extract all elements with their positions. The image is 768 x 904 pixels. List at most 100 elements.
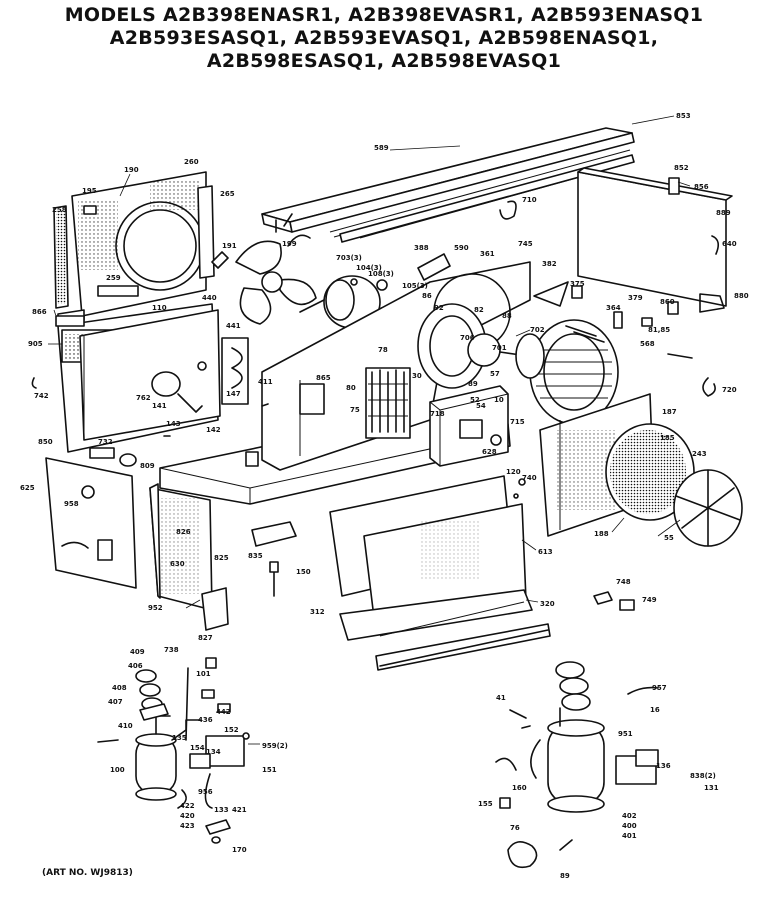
label-154: 154 bbox=[190, 744, 205, 752]
label-952: 952 bbox=[148, 604, 163, 612]
label-134a: 134 bbox=[206, 748, 221, 756]
label-312: 312 bbox=[310, 608, 325, 616]
label-409a: 409 bbox=[130, 648, 145, 656]
label-41: 41 bbox=[496, 694, 506, 702]
label-364: 364 bbox=[606, 304, 621, 312]
condenser-fan-blade bbox=[235, 213, 317, 325]
label-89b: 89 bbox=[560, 872, 570, 880]
label-143: 143 bbox=[166, 420, 181, 428]
label-89: 89 bbox=[468, 380, 478, 388]
label-379: 379 bbox=[628, 294, 643, 302]
label-742: 742 bbox=[34, 392, 49, 400]
label-199: 199 bbox=[282, 240, 297, 248]
right-side-panel bbox=[577, 167, 733, 313]
label-110: 110 bbox=[152, 304, 167, 312]
label-152a: 152 bbox=[224, 726, 239, 734]
part-748 bbox=[593, 591, 613, 605]
label-150: 150 bbox=[296, 568, 311, 576]
label-441: 441 bbox=[226, 322, 241, 330]
label-191: 191 bbox=[222, 242, 237, 250]
label-701: 701 bbox=[492, 344, 507, 352]
label-401: 401 bbox=[622, 832, 637, 840]
part-630 bbox=[201, 587, 229, 631]
label-375: 375 bbox=[570, 280, 585, 288]
label-76: 76 bbox=[510, 824, 520, 832]
label-860: 860 bbox=[660, 298, 675, 306]
label-258: 258 bbox=[52, 206, 67, 214]
label-889: 889 bbox=[716, 209, 731, 217]
label-740: 740 bbox=[522, 474, 537, 482]
label-402: 402 bbox=[622, 812, 637, 820]
blower-assembly bbox=[417, 303, 619, 425]
label-108: 108(3) bbox=[368, 270, 394, 278]
label-628: 628 bbox=[482, 448, 497, 456]
label-86: 86 bbox=[422, 292, 432, 300]
top-cover bbox=[261, 127, 635, 243]
label-905: 905 bbox=[28, 340, 43, 348]
label-361: 361 bbox=[480, 250, 495, 258]
label-54: 54 bbox=[476, 402, 486, 410]
label-827: 827 bbox=[198, 634, 213, 642]
label-260: 260 bbox=[184, 158, 199, 166]
label-702: 702 bbox=[530, 326, 545, 334]
label-160: 160 bbox=[512, 784, 527, 792]
label-320: 320 bbox=[540, 600, 555, 608]
label-243: 243 bbox=[692, 450, 707, 458]
label-710: 710 bbox=[522, 196, 537, 204]
title-line-1: MODELS A2B398ENASR1, A2B398EVASR1, A2B59… bbox=[64, 4, 704, 26]
label-104: 104(3) bbox=[356, 264, 382, 272]
label-170: 170 bbox=[232, 846, 247, 854]
label-190: 190 bbox=[124, 166, 139, 174]
label-853: 853 bbox=[676, 112, 691, 120]
label-589: 589 bbox=[374, 144, 389, 152]
label-421: 421 bbox=[232, 806, 247, 814]
label-388: 388 bbox=[414, 244, 429, 252]
label-88: 88 bbox=[502, 312, 512, 320]
label-958: 958 bbox=[64, 500, 79, 508]
label-120: 120 bbox=[506, 468, 521, 476]
label-420: 420 bbox=[180, 812, 195, 820]
label-92: 92 bbox=[434, 304, 444, 312]
label-52: 52 bbox=[470, 396, 480, 404]
label-423: 423 bbox=[180, 822, 195, 830]
label-422: 422 bbox=[180, 802, 195, 810]
front-small-parts bbox=[151, 337, 249, 413]
bracket-835 bbox=[251, 521, 297, 547]
label-605: 625 bbox=[20, 484, 35, 492]
title-line-3: A2B598ESASQ1, A2B598EVASQ1 bbox=[206, 50, 562, 72]
label-407a: 407 bbox=[108, 698, 123, 706]
label-265: 265 bbox=[220, 190, 235, 198]
label-590: 590 bbox=[454, 244, 469, 252]
fan-shroud-grille bbox=[53, 171, 215, 317]
label-81-85: 81,85 bbox=[648, 326, 670, 334]
front-panel bbox=[45, 457, 137, 589]
label-185: 185 bbox=[660, 434, 675, 442]
label-706: 706 bbox=[460, 334, 475, 342]
label-825: 825 bbox=[214, 554, 229, 562]
label-147: 147 bbox=[226, 390, 241, 398]
label-75: 75 bbox=[350, 406, 360, 414]
label-732: 732 bbox=[98, 438, 113, 446]
label-749: 749 bbox=[642, 596, 657, 604]
label-748: 748 bbox=[616, 578, 631, 586]
label-151a: 151 bbox=[262, 766, 277, 774]
label-809: 809 bbox=[140, 462, 155, 470]
front-grille bbox=[605, 423, 743, 547]
part-749 bbox=[619, 599, 635, 611]
label-956: 956 bbox=[198, 788, 213, 796]
label-703: 703(3) bbox=[336, 254, 362, 262]
label-400: 400 bbox=[622, 822, 637, 830]
label-408a: 408 bbox=[112, 684, 127, 692]
label-762: 762 bbox=[136, 394, 151, 402]
label-410a: 410 bbox=[118, 722, 133, 730]
compressor-right bbox=[495, 661, 659, 869]
label-568: 568 bbox=[640, 340, 655, 348]
label-100a: 100 bbox=[110, 766, 125, 774]
label-187: 187 bbox=[662, 408, 677, 416]
heater-assembly bbox=[365, 367, 411, 439]
label-131: 131 bbox=[704, 784, 719, 792]
label-80: 80 bbox=[346, 384, 356, 392]
label-188: 188 bbox=[594, 530, 609, 538]
label-951: 951 bbox=[618, 730, 633, 738]
label-838: 838(2) bbox=[690, 772, 716, 780]
